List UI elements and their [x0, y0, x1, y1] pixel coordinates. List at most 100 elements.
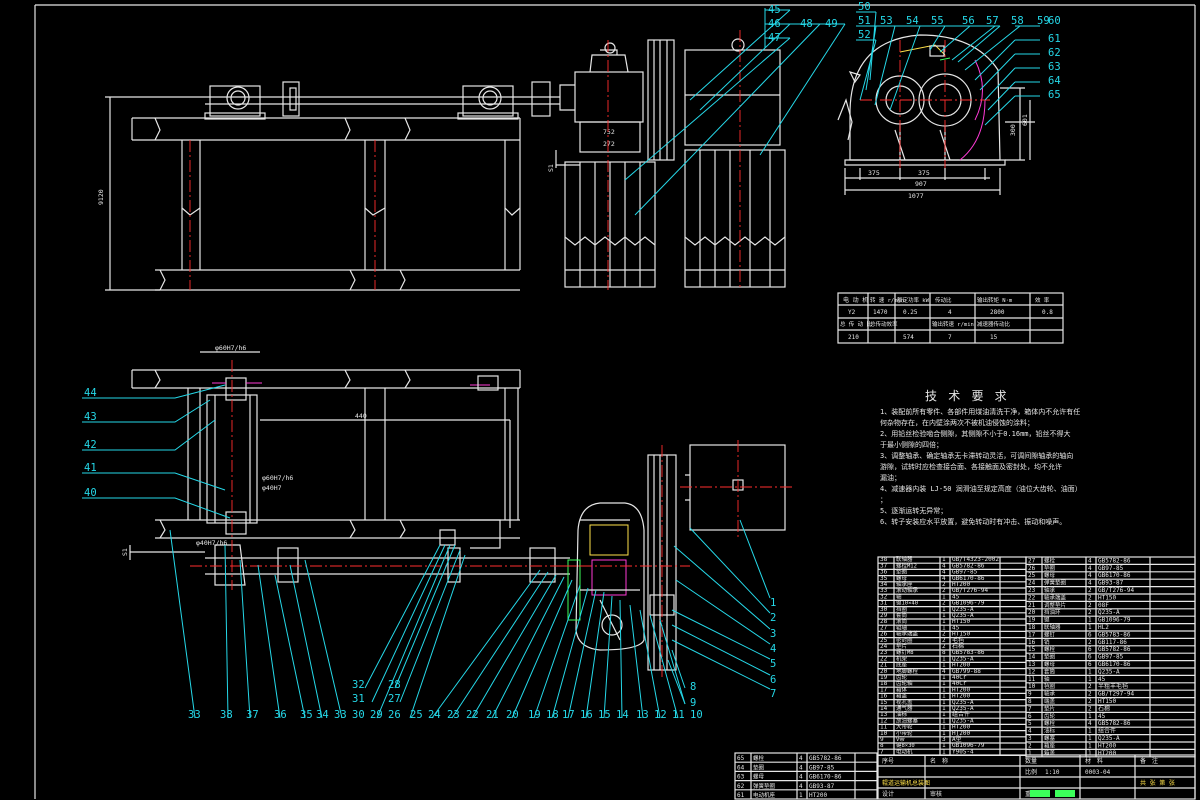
bom-cell: 12 — [1028, 668, 1036, 675]
bom-cell: 轴 — [1044, 675, 1050, 683]
plan-right-callouts: 1 2 3 4 5 6 7 8 9 — [667, 519, 776, 709]
balloon-11: 11 — [672, 709, 685, 721]
bom-cell: 2 — [1088, 602, 1092, 609]
bom-cell: 16 — [880, 693, 888, 700]
bom-cell: 螺栓M12 — [896, 561, 917, 569]
bom-cell: HT200 — [952, 686, 970, 693]
bom-cell: 键10×40 — [896, 599, 918, 607]
balloon-23: 23 — [447, 709, 460, 721]
plan-view[interactable]: φ60H7/h6 440 φ60H7/h6 φ40H7 φ40H7/h6 S1 — [121, 344, 580, 590]
bom-cell: 6 — [1028, 713, 1032, 720]
bom-cell: 1 — [1088, 742, 1092, 749]
bom-cell: 8 — [1028, 698, 1032, 705]
bom-cell: HT150 — [1098, 594, 1116, 601]
balloon-4: 4 — [770, 643, 776, 655]
bom-cell: 23 — [880, 649, 888, 656]
bom-cell: 30 — [880, 606, 888, 613]
balloon-60: 60 — [1048, 15, 1061, 27]
bom-cell: Q235-A — [1098, 609, 1120, 616]
bom-cell: 2 — [942, 643, 946, 650]
param-h0: 电 动 机 — [843, 296, 868, 304]
side-dim-1: 375 — [868, 169, 880, 177]
bom-cell: 2 — [1088, 698, 1092, 705]
balloon-6: 6 — [770, 674, 776, 686]
bom-cell: 轴承端盖 — [1044, 593, 1067, 601]
bom-cell: 垫圈 — [896, 568, 908, 576]
bom-cell: 滚筒 — [896, 617, 908, 625]
title-row1-c3: 1:10 — [1045, 769, 1060, 776]
bom-cell: 箱体 — [896, 685, 908, 693]
bom-cell: 石棉 — [1098, 704, 1110, 712]
balloon-65: 65 — [1048, 89, 1061, 101]
bom-cell: 64 — [737, 764, 745, 771]
balloon-46: 46 — [768, 18, 781, 30]
balloon-52: 52 — [858, 29, 871, 41]
bom-cell: 1 — [1088, 617, 1092, 624]
bom-cell: 2 — [1088, 683, 1092, 690]
bom-cell: 弹簧垫圈 — [753, 782, 776, 790]
bom-cell: 15 — [880, 699, 888, 706]
bom-cell: 轴 — [896, 592, 902, 600]
bom-cell: 4 — [1088, 572, 1092, 579]
bom-cell: 1 — [1088, 713, 1092, 720]
parameters-table[interactable]: 电 动 机 转 速 r/min 额定功率 kW 传动比 输出转矩 N·m 效 率… — [837, 292, 1064, 344]
gearbox-support — [564, 161, 656, 288]
front-elevation-view[interactable]: 9120 — [97, 81, 560, 291]
tech-req-line: 5、逐渐运转无异常； — [880, 506, 947, 515]
bom-cell: GB97-85 — [952, 569, 978, 576]
balloon-54: 54 — [906, 15, 919, 27]
bom-cell: Q235-A — [952, 699, 974, 706]
bom-cell: 螺栓 — [1044, 645, 1056, 653]
bom-cell: 35 — [880, 575, 888, 582]
bom-cell: 密封圈 — [896, 636, 913, 644]
plan-gearbox-motor[interactable] — [560, 440, 795, 680]
bom-cell: 45 — [952, 624, 960, 631]
title-block[interactable]: 序号 名 称 数量 材 料 备 注 辊道运输机总装图 共 张 第 张 0003-… — [877, 754, 1196, 800]
bom-cell: GB/T4323-2002 — [952, 556, 999, 563]
bom-cell: 螺塞 — [1044, 734, 1056, 742]
tech-req-line: ； — [880, 496, 887, 504]
bom-cell: 1 — [1088, 750, 1092, 757]
bom-cell: GB93-87 — [1098, 580, 1124, 587]
param-r2c3: 减速器传动比 — [977, 320, 1011, 328]
balloon-44: 44 — [84, 387, 97, 399]
bom-cell: 1 — [942, 730, 946, 737]
balloon-34: 34 — [316, 709, 329, 721]
param-r3c0: 210 — [848, 334, 859, 341]
bom-cell: 油标 — [896, 710, 908, 718]
bom-cell: 4 — [799, 774, 803, 781]
title-row1-c2: 比例 — [1025, 768, 1037, 776]
bom-cell: 27 — [1028, 557, 1036, 564]
bom-cell: GB5782-86 — [1098, 557, 1131, 564]
bom-cell: 1 — [942, 705, 946, 712]
technical-requirements: 技 术 要 求 1、装配前所有零件、各部件用煤油清洗干净，箱体内不允许有任 何杂… — [880, 389, 1082, 526]
param-r3c2: 7 — [948, 334, 952, 341]
bom-cell: 垫片 — [896, 642, 907, 650]
bom-cell: HT200 — [952, 662, 970, 669]
bom-cell: Q235-A — [952, 606, 974, 613]
balloon-58: 58 — [1011, 15, 1024, 27]
bom-footer-name: 名 称 — [930, 757, 948, 765]
gearbox-side-view[interactable]: 375 375 907 1077 601 300 — [837, 34, 1035, 200]
title-drawing-no: 0003-04 — [1085, 769, 1111, 776]
plan-dim-1: 440 — [355, 412, 367, 420]
title-drawing-name: 辊道运输机总装图 — [882, 779, 930, 787]
bom-cell: 4 — [1088, 720, 1092, 727]
balloon-17: 17 — [562, 709, 575, 721]
balloon-12: 12 — [654, 709, 667, 721]
bom-cell: 箱盖 — [1044, 749, 1056, 757]
balloon-14: 14 — [616, 709, 629, 721]
bom-cell: GB1096-79 — [1098, 617, 1131, 624]
param-r3c3: 15 — [990, 334, 998, 341]
bom-cell: 1 — [942, 556, 946, 563]
bom-cell: 1 — [1088, 668, 1092, 675]
bom-cell: 箱盖 — [896, 692, 908, 700]
bom-cell: Q235-A — [1098, 735, 1120, 742]
gearbox-elevation-view[interactable]: 752 272 S1 — [547, 30, 786, 290]
bom-cell: 33 — [880, 587, 888, 594]
bom-cell: 1 — [942, 618, 946, 625]
